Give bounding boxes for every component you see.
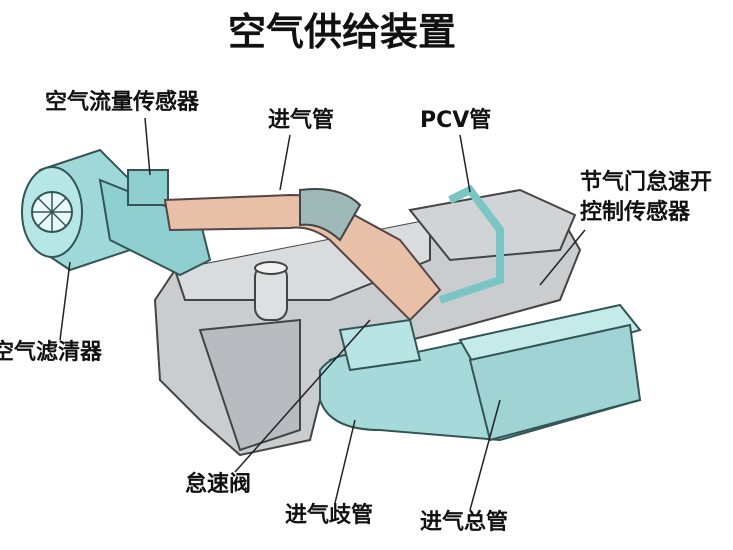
- intake-manifold: [319, 303, 642, 442]
- label-pcv-pipe: PCV管: [420, 108, 492, 133]
- label-idle-valve: 怠速阀: [185, 472, 252, 497]
- pcv-pipe: [438, 184, 504, 304]
- diagram-title: 空气供给装置: [228, 10, 457, 54]
- label-throttle-sensor-1: 节气门怠速开: [580, 170, 713, 195]
- label-intake-plenum: 进气总管: [420, 510, 509, 535]
- label-intake-manifold: 进气歧管: [285, 503, 374, 528]
- label-intake-pipe: 进气管: [268, 108, 335, 133]
- label-air-flow-sensor: 空气流量传感器: [45, 90, 200, 115]
- label-air-filter: 空气滤清器: [0, 340, 103, 365]
- label-throttle-sensor-2: 控制传感器: [580, 200, 691, 225]
- air-flow-sensor: [127, 169, 169, 206]
